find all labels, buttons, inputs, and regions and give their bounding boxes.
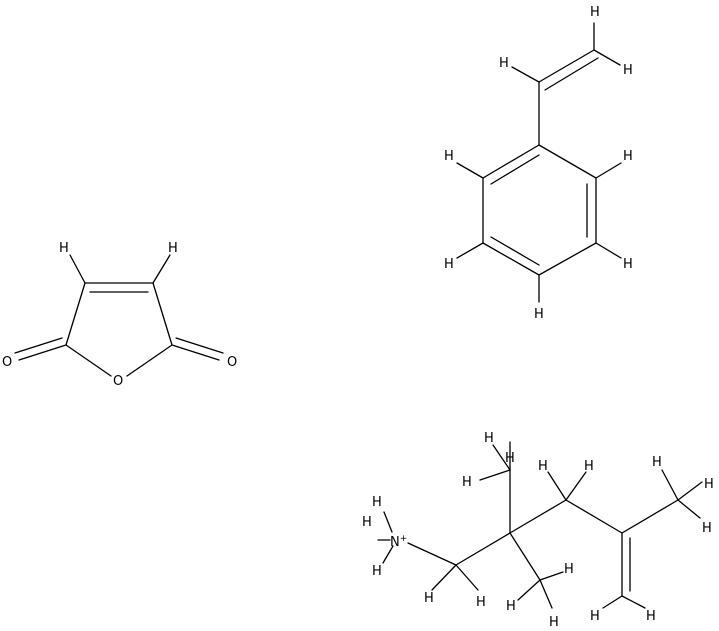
- hydrogen-atom-label: H: [623, 63, 633, 78]
- bond: [126, 344, 173, 377]
- bond: [492, 444, 511, 471]
- bond: [621, 499, 679, 534]
- bond: [407, 542, 457, 566]
- bond: [539, 571, 564, 581]
- bond: [152, 254, 171, 284]
- bond: [509, 532, 541, 581]
- hydrogen-atom-label: H: [59, 241, 69, 256]
- hydrogen-atom-label: H: [584, 459, 594, 474]
- hydrogen-atom-label: H: [704, 477, 714, 492]
- hydrogen-atom-label: H: [372, 564, 382, 579]
- bond: [14, 337, 63, 354]
- hydrogen-atom-label: H: [702, 521, 712, 536]
- ammonium-structure: N+ H H H H H H H H H H H H H H H H H H: [362, 431, 714, 630]
- bond: [538, 144, 597, 179]
- bond: [490, 154, 540, 185]
- hydrogen-atom-label: H: [462, 475, 472, 490]
- hydrogen-atom-label: H: [444, 149, 454, 164]
- hydrogen-atom-label: H: [590, 5, 600, 20]
- bond: [431, 564, 457, 591]
- bond: [595, 162, 622, 179]
- bond: [152, 282, 173, 346]
- bond: [621, 595, 646, 609]
- hydrogen-atom-label: H: [549, 615, 559, 630]
- bond: [456, 162, 484, 179]
- hydrogen-atom-label: H: [362, 515, 372, 530]
- nitrogen-cation-label: N+: [390, 534, 407, 550]
- hydrogen-atom-label: H: [564, 562, 574, 577]
- maleic-anhydride-structure: H H O O O: [2, 241, 237, 389]
- bond: [456, 242, 484, 259]
- bond: [593, 49, 621, 66]
- bond: [539, 579, 553, 609]
- bond: [661, 469, 679, 501]
- bond: [482, 242, 540, 276]
- bond: [547, 471, 567, 501]
- bond: [383, 511, 393, 533]
- bond: [175, 337, 224, 354]
- bond: [677, 499, 701, 519]
- bond: [455, 532, 511, 566]
- hydrogen-atom-label: H: [505, 451, 515, 466]
- bond: [602, 595, 623, 609]
- hydrogen-atom-label: H: [424, 591, 434, 606]
- oxygen-atom-label: O: [227, 355, 237, 370]
- hydrogen-atom-label: H: [623, 149, 633, 164]
- bond: [511, 66, 540, 83]
- hydrogen-atom-label: H: [623, 257, 633, 272]
- hydrogen-atom-label: H: [499, 56, 509, 71]
- bond: [595, 242, 622, 259]
- bond: [171, 344, 220, 361]
- bond: [382, 545, 394, 564]
- hydrogen-atom-label: H: [590, 609, 600, 624]
- bond: [677, 481, 703, 501]
- bond: [538, 242, 597, 276]
- bond: [69, 254, 86, 284]
- hydrogen-atom-label: H: [646, 609, 656, 624]
- hydrogen-atom-label: H: [534, 307, 544, 322]
- hydrogen-atom-label: H: [372, 495, 382, 510]
- hydrogen-atom-label: H: [476, 595, 486, 610]
- hydrogen-atom-label: H: [444, 257, 454, 272]
- bond: [565, 471, 587, 501]
- hydrogen-atom-label: H: [506, 599, 516, 614]
- bond: [479, 469, 511, 481]
- oxygen-atom-label: O: [113, 374, 123, 389]
- bond: [490, 236, 540, 266]
- bond: [455, 564, 479, 591]
- bond: [509, 499, 567, 534]
- hydrogen-atom-label: H: [168, 241, 178, 256]
- hydrogen-atom-label: H: [652, 455, 662, 470]
- bond: [538, 49, 595, 83]
- bond: [65, 344, 112, 377]
- hydrogen-atom-label: H: [484, 431, 494, 446]
- bond: [482, 144, 540, 179]
- oxygen-atom-label: O: [2, 355, 12, 370]
- bond: [65, 282, 86, 346]
- bond: [517, 579, 541, 601]
- bond: [565, 499, 623, 534]
- bond: [544, 57, 599, 91]
- hydrogen-atom-label: H: [538, 459, 548, 474]
- styrene-structure: H H H H H H H H: [444, 5, 633, 322]
- bond: [18, 344, 67, 361]
